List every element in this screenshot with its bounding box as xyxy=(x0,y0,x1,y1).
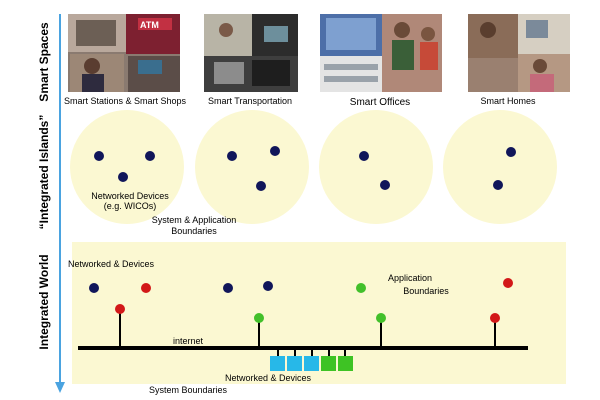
space-label-stations-shops: Smart Stations & Smart Shops xyxy=(64,96,187,106)
world-networked-devices-bottom: Networked & Devices xyxy=(225,373,312,383)
node-red xyxy=(115,304,125,314)
space-label-offices: Smart Offices xyxy=(350,97,410,108)
device-box-cyan xyxy=(304,356,319,371)
internet-label: internet xyxy=(173,336,204,346)
island-circle-4 xyxy=(443,110,557,224)
device-box-cyan xyxy=(270,356,285,371)
atm-sign-text: ATM xyxy=(140,20,159,30)
node-green xyxy=(254,313,264,323)
device-dot xyxy=(270,146,280,156)
device-dot xyxy=(118,172,128,182)
world-application-line2: Boundaries xyxy=(403,286,449,296)
row-label-smart-spaces: Smart Spaces xyxy=(37,22,51,102)
photo-homes xyxy=(468,14,570,92)
photo-offices xyxy=(320,14,442,92)
island-circle-3 xyxy=(319,110,433,224)
device-box-green xyxy=(338,356,353,371)
device-box-cyan xyxy=(287,356,302,371)
device-dot xyxy=(380,180,390,190)
photo-transportation xyxy=(204,14,298,92)
world-device-dot-red xyxy=(503,278,513,288)
space-label-homes: Smart Homes xyxy=(480,96,536,106)
islands-networked-devices: Networked Devices xyxy=(91,191,169,201)
node-green xyxy=(376,313,386,323)
islands-boundaries-line1: System & Application xyxy=(152,215,237,225)
world-system-boundaries: System Boundaries xyxy=(149,385,228,395)
world-device-dot xyxy=(89,283,99,293)
device-dot xyxy=(506,147,516,157)
world-networked-devices-top: Networked & Devices xyxy=(68,259,155,269)
world-device-dot xyxy=(223,283,233,293)
axis-arrowhead xyxy=(55,382,65,393)
row-label-integrated-world: Integrated World xyxy=(37,254,51,349)
islands-boundaries-line2: Boundaries xyxy=(171,226,217,236)
row-label-integrated-islands: “Integrated Islands” xyxy=(37,115,51,230)
device-dot xyxy=(94,151,104,161)
node-red xyxy=(490,313,500,323)
device-dot xyxy=(256,181,266,191)
world-device-dot xyxy=(263,281,273,291)
world-application-line1: Application xyxy=(388,273,432,283)
world-device-dot-green xyxy=(356,283,366,293)
islands-example: (e.g. WICOs) xyxy=(104,201,157,211)
world-device-dot-red xyxy=(141,283,151,293)
photo-stations-shops: ATM xyxy=(68,14,180,92)
device-dot xyxy=(227,151,237,161)
device-dot xyxy=(359,151,369,161)
space-label-transportation: Smart Transportation xyxy=(208,96,292,106)
island-circle-2 xyxy=(195,110,309,224)
device-dot xyxy=(145,151,155,161)
island-circle-1 xyxy=(70,110,184,224)
device-box-green xyxy=(321,356,336,371)
device-dot xyxy=(493,180,503,190)
